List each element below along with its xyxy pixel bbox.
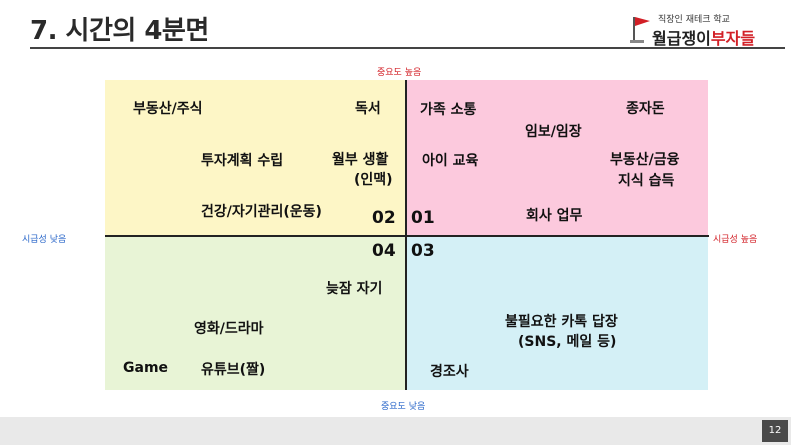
axis-label-right: 시급성 높음	[713, 235, 758, 245]
quadrant-01-item: 아이 교육	[422, 153, 479, 169]
quadrant-number-02: 02	[372, 208, 396, 228]
quadrant-01-item: 지식 습득	[618, 173, 675, 189]
quadrant-03-item: 불필요한 카톡 답장	[505, 314, 618, 330]
quadrant-02-item: 투자계획 수립	[201, 153, 284, 169]
page-title: 7. 시간의 4분면	[30, 16, 209, 46]
axis-label-bottom: 중요도 낮음	[381, 402, 426, 412]
quadrant-03-item: 경조사	[430, 364, 469, 380]
quadrant-02	[105, 80, 406, 236]
quadrant-number-04: 04	[372, 241, 396, 261]
quadrant-03-item: (SNS, 메일 등)	[518, 334, 617, 350]
logo-tagline: 직장인 재테크 학교	[658, 15, 730, 25]
brand-logo: 직장인 재테크 학교 월급쟁이부자들	[630, 12, 778, 48]
quadrant-04	[105, 236, 406, 390]
quadrant-01-item: 가족 소통	[420, 102, 477, 118]
quadrant-04-item: 영화/드라마	[194, 321, 264, 337]
quadrant-02-item: 독서	[355, 101, 381, 117]
quadrant-04-item: 늦잠 자기	[326, 281, 383, 297]
axis-label-top: 중요도 높음	[377, 68, 422, 78]
quadrant-04-item: Game	[123, 360, 169, 376]
page-number: 12	[762, 420, 788, 442]
title-divider	[30, 47, 785, 49]
quadrant-03	[406, 236, 708, 390]
footer-bar	[0, 417, 791, 445]
logo-wordmark-red: 부자들	[710, 29, 756, 48]
axis-label-left: 시급성 낮음	[22, 235, 67, 245]
logo-wordmark-black: 월급쟁이	[652, 29, 711, 48]
quadrant-02-item: 건강/자기관리(운동)	[201, 204, 322, 220]
quadrant-01-item: 임보/임장	[525, 124, 582, 140]
quadrant-02-item: 월부 생활	[332, 152, 389, 168]
quadrant-number-01: 01	[411, 208, 435, 228]
flag-icon	[630, 17, 650, 43]
quadrant-04-item: 유튜브(짤)	[201, 362, 266, 378]
quadrant-01-item: 종자돈	[626, 101, 665, 117]
quadrant-01-item: 부동산/금융	[610, 152, 680, 168]
quadrant-02-item: (인맥)	[354, 172, 393, 188]
horizontal-axis	[105, 235, 709, 237]
logo-wordmark: 월급쟁이부자들	[652, 25, 755, 49]
quadrant-01-item: 회사 업무	[526, 208, 583, 224]
quadrant-02-item: 부동산/주식	[133, 101, 203, 117]
quadrant-number-03: 03	[411, 241, 435, 261]
quadrant-01	[406, 80, 708, 236]
